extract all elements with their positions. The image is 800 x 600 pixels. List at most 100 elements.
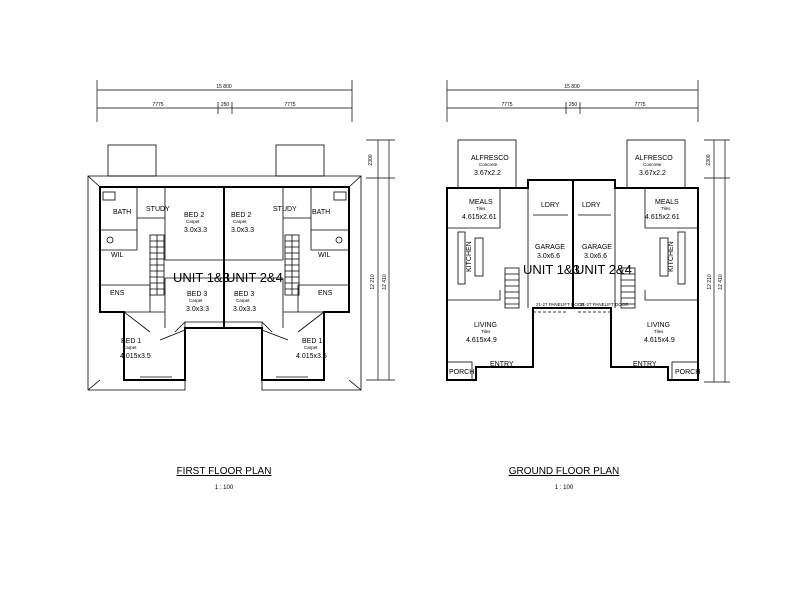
gf-dim-total: 15 800 — [564, 84, 580, 90]
ff-dim-right: 7775 — [284, 102, 295, 108]
ff-stairs-left — [149, 234, 165, 296]
gf-room-meals-right: MEALS — [655, 199, 679, 206]
ff-room-bath-left: BATH — [113, 209, 131, 216]
svg-text:3.67x2.2: 3.67x2.2 — [474, 170, 501, 177]
gf-porch-right — [671, 361, 699, 381]
gf-dimension-side: 2300 12 210 12 410 — [704, 139, 730, 383]
svg-text:Carpet: Carpet — [304, 345, 318, 350]
svg-text:Tiles: Tiles — [654, 329, 664, 334]
ff-dim-side-outer: 12 410 — [382, 274, 388, 290]
ff-unit-label-left: UNIT 1&3 — [173, 270, 230, 285]
ff-dim-side-inner: 12 210 — [370, 274, 376, 290]
ff-room-ens-left: ENS — [110, 290, 125, 297]
svg-text:Concrete: Concrete — [643, 162, 662, 167]
gf-room-porch-left: PORCH — [449, 369, 474, 376]
ff-room-bed2-left: BED 2 — [184, 212, 204, 219]
svg-text:Carpet: Carpet — [186, 219, 200, 224]
ff-bath-fixture-right — [333, 191, 347, 201]
first-floor-plan: 15 800 7775 250 7775 2300 12 210 12 410 — [87, 80, 395, 491]
svg-text:3.0x3.3: 3.0x3.3 — [186, 306, 209, 313]
ff-unit-label-right: UNIT 2&4 — [226, 270, 283, 285]
svg-text:Tiles: Tiles — [481, 329, 491, 334]
svg-text:Carpet: Carpet — [123, 345, 137, 350]
svg-text:3.0x6.6: 3.0x6.6 — [584, 253, 607, 260]
svg-text:Carpet: Carpet — [233, 219, 247, 224]
gf-room-lory-left: LDRY — [541, 202, 560, 209]
gf-room-living-right: LIVING — [647, 322, 670, 329]
gf-dim-mid: 250 — [569, 102, 578, 108]
gf-dimension-top: 15 800 7775 250 7775 — [446, 80, 699, 122]
gf-dim-right: 7775 — [634, 102, 645, 108]
gf-dim-side-outer: 12 410 — [718, 274, 724, 290]
ff-room-bed1-left: BED 1 — [121, 338, 141, 345]
gf-porch-left — [446, 361, 473, 381]
svg-text:Carpet: Carpet — [189, 298, 203, 303]
gf-room-living-left: LIVING — [474, 322, 497, 329]
ff-room-study-left: STUDY — [146, 206, 170, 213]
svg-text:Tiles: Tiles — [661, 206, 671, 211]
svg-text:4.615x2.61: 4.615x2.61 — [645, 214, 680, 221]
svg-text:Tiles: Tiles — [476, 206, 486, 211]
ff-room-wil-right: WIL — [318, 252, 331, 259]
gf-external-walls — [446, 179, 699, 381]
gf-kitchen-island-left — [474, 237, 484, 277]
gf-panelift-left: 21-27 PANELIFT DOOR — [536, 302, 585, 307]
ff-bath-fixture-left — [102, 191, 116, 201]
ff-room-bed3-left: BED 3 — [187, 291, 207, 298]
svg-text:4.015x3.5: 4.015x3.5 — [120, 353, 151, 360]
ff-room-study-right: STUDY — [273, 206, 297, 213]
ff-dimension-top: 15 800 7775 250 7775 — [96, 80, 353, 122]
svg-text:3.0x3.3: 3.0x3.3 — [233, 306, 256, 313]
svg-text:4.615x4.9: 4.615x4.9 — [466, 337, 497, 344]
ff-stairs-right — [284, 234, 300, 296]
gf-stairs-right — [620, 267, 636, 309]
ff-room-bath-right: BATH — [312, 209, 330, 216]
gf-unit-label-left: UNIT 1&3 — [523, 262, 580, 277]
ff-roof-projection-right — [275, 144, 325, 177]
ff-room-ens-right: ENS — [318, 290, 333, 297]
ff-dimension-side: 2300 12 210 12 410 — [366, 139, 395, 381]
gf-dim-left: 7775 — [501, 102, 512, 108]
ff-room-bed3-right: BED 3 — [234, 291, 254, 298]
gf-panelift-right: 21-27 PANELIFT DOOR — [580, 302, 629, 307]
ff-roof-projection-left — [107, 144, 157, 177]
gf-plan-title: GROUND FLOOR PLAN — [509, 466, 620, 477]
gf-plan-scale: 1 : 100 — [555, 485, 574, 491]
svg-text:4.615x4.9: 4.615x4.9 — [644, 337, 675, 344]
gf-room-meals-left: MEALS — [469, 199, 493, 206]
gf-kitchen-island-right — [659, 237, 669, 277]
gf-dim-side-top: 2300 — [706, 154, 712, 165]
gf-room-kitchen-right: KITCHEN — [668, 241, 675, 272]
ff-dim-left: 7775 — [152, 102, 163, 108]
gf-room-kitchen-left: KITCHEN — [466, 241, 473, 272]
svg-text:4.615x2.61: 4.615x2.61 — [462, 214, 497, 221]
ff-plan-scale: 1 : 100 — [215, 485, 234, 491]
gf-room-entry-left: ENTRY — [490, 361, 514, 368]
gf-room-entry-right: ENTRY — [633, 361, 657, 368]
gf-room-garage-right: GARAGE — [582, 244, 612, 251]
ff-external-walls — [99, 186, 350, 381]
ground-floor-plan: 15 800 7775 250 7775 2300 12 210 12 410 — [446, 80, 730, 491]
gf-room-porch-right: PORCH — [675, 369, 700, 376]
gf-dim-side-inner: 12 210 — [707, 274, 713, 290]
ff-room-wil-left: WIL — [111, 252, 124, 259]
svg-text:3.67x2.2: 3.67x2.2 — [639, 170, 666, 177]
svg-text:3.0x3.3: 3.0x3.3 — [231, 227, 254, 234]
ff-dim-side-top: 2300 — [368, 154, 374, 165]
ff-room-bed1-right: BED 1 — [302, 338, 322, 345]
ff-dim-total: 15 800 — [216, 84, 232, 90]
gf-room-alfresco-right: ALFRESCO — [635, 155, 673, 162]
svg-text:4.015x3.5: 4.015x3.5 — [296, 353, 327, 360]
svg-text:3.0x6.6: 3.0x6.6 — [537, 253, 560, 260]
svg-text:Carpet: Carpet — [236, 298, 250, 303]
gf-room-lory-right: LDRY — [582, 202, 601, 209]
gf-room-alfresco-left: ALFRESCO — [471, 155, 509, 162]
svg-text:Concrete: Concrete — [479, 162, 498, 167]
ff-plan-title: FIRST FLOOR PLAN — [177, 466, 272, 477]
gf-unit-label-right: UNIT 2&4 — [575, 262, 632, 277]
svg-text:3.0x3.3: 3.0x3.3 — [184, 227, 207, 234]
gf-room-garage-left: GARAGE — [535, 244, 565, 251]
ff-room-bed2-right: BED 2 — [231, 212, 251, 219]
gf-stairs-left — [504, 267, 520, 309]
